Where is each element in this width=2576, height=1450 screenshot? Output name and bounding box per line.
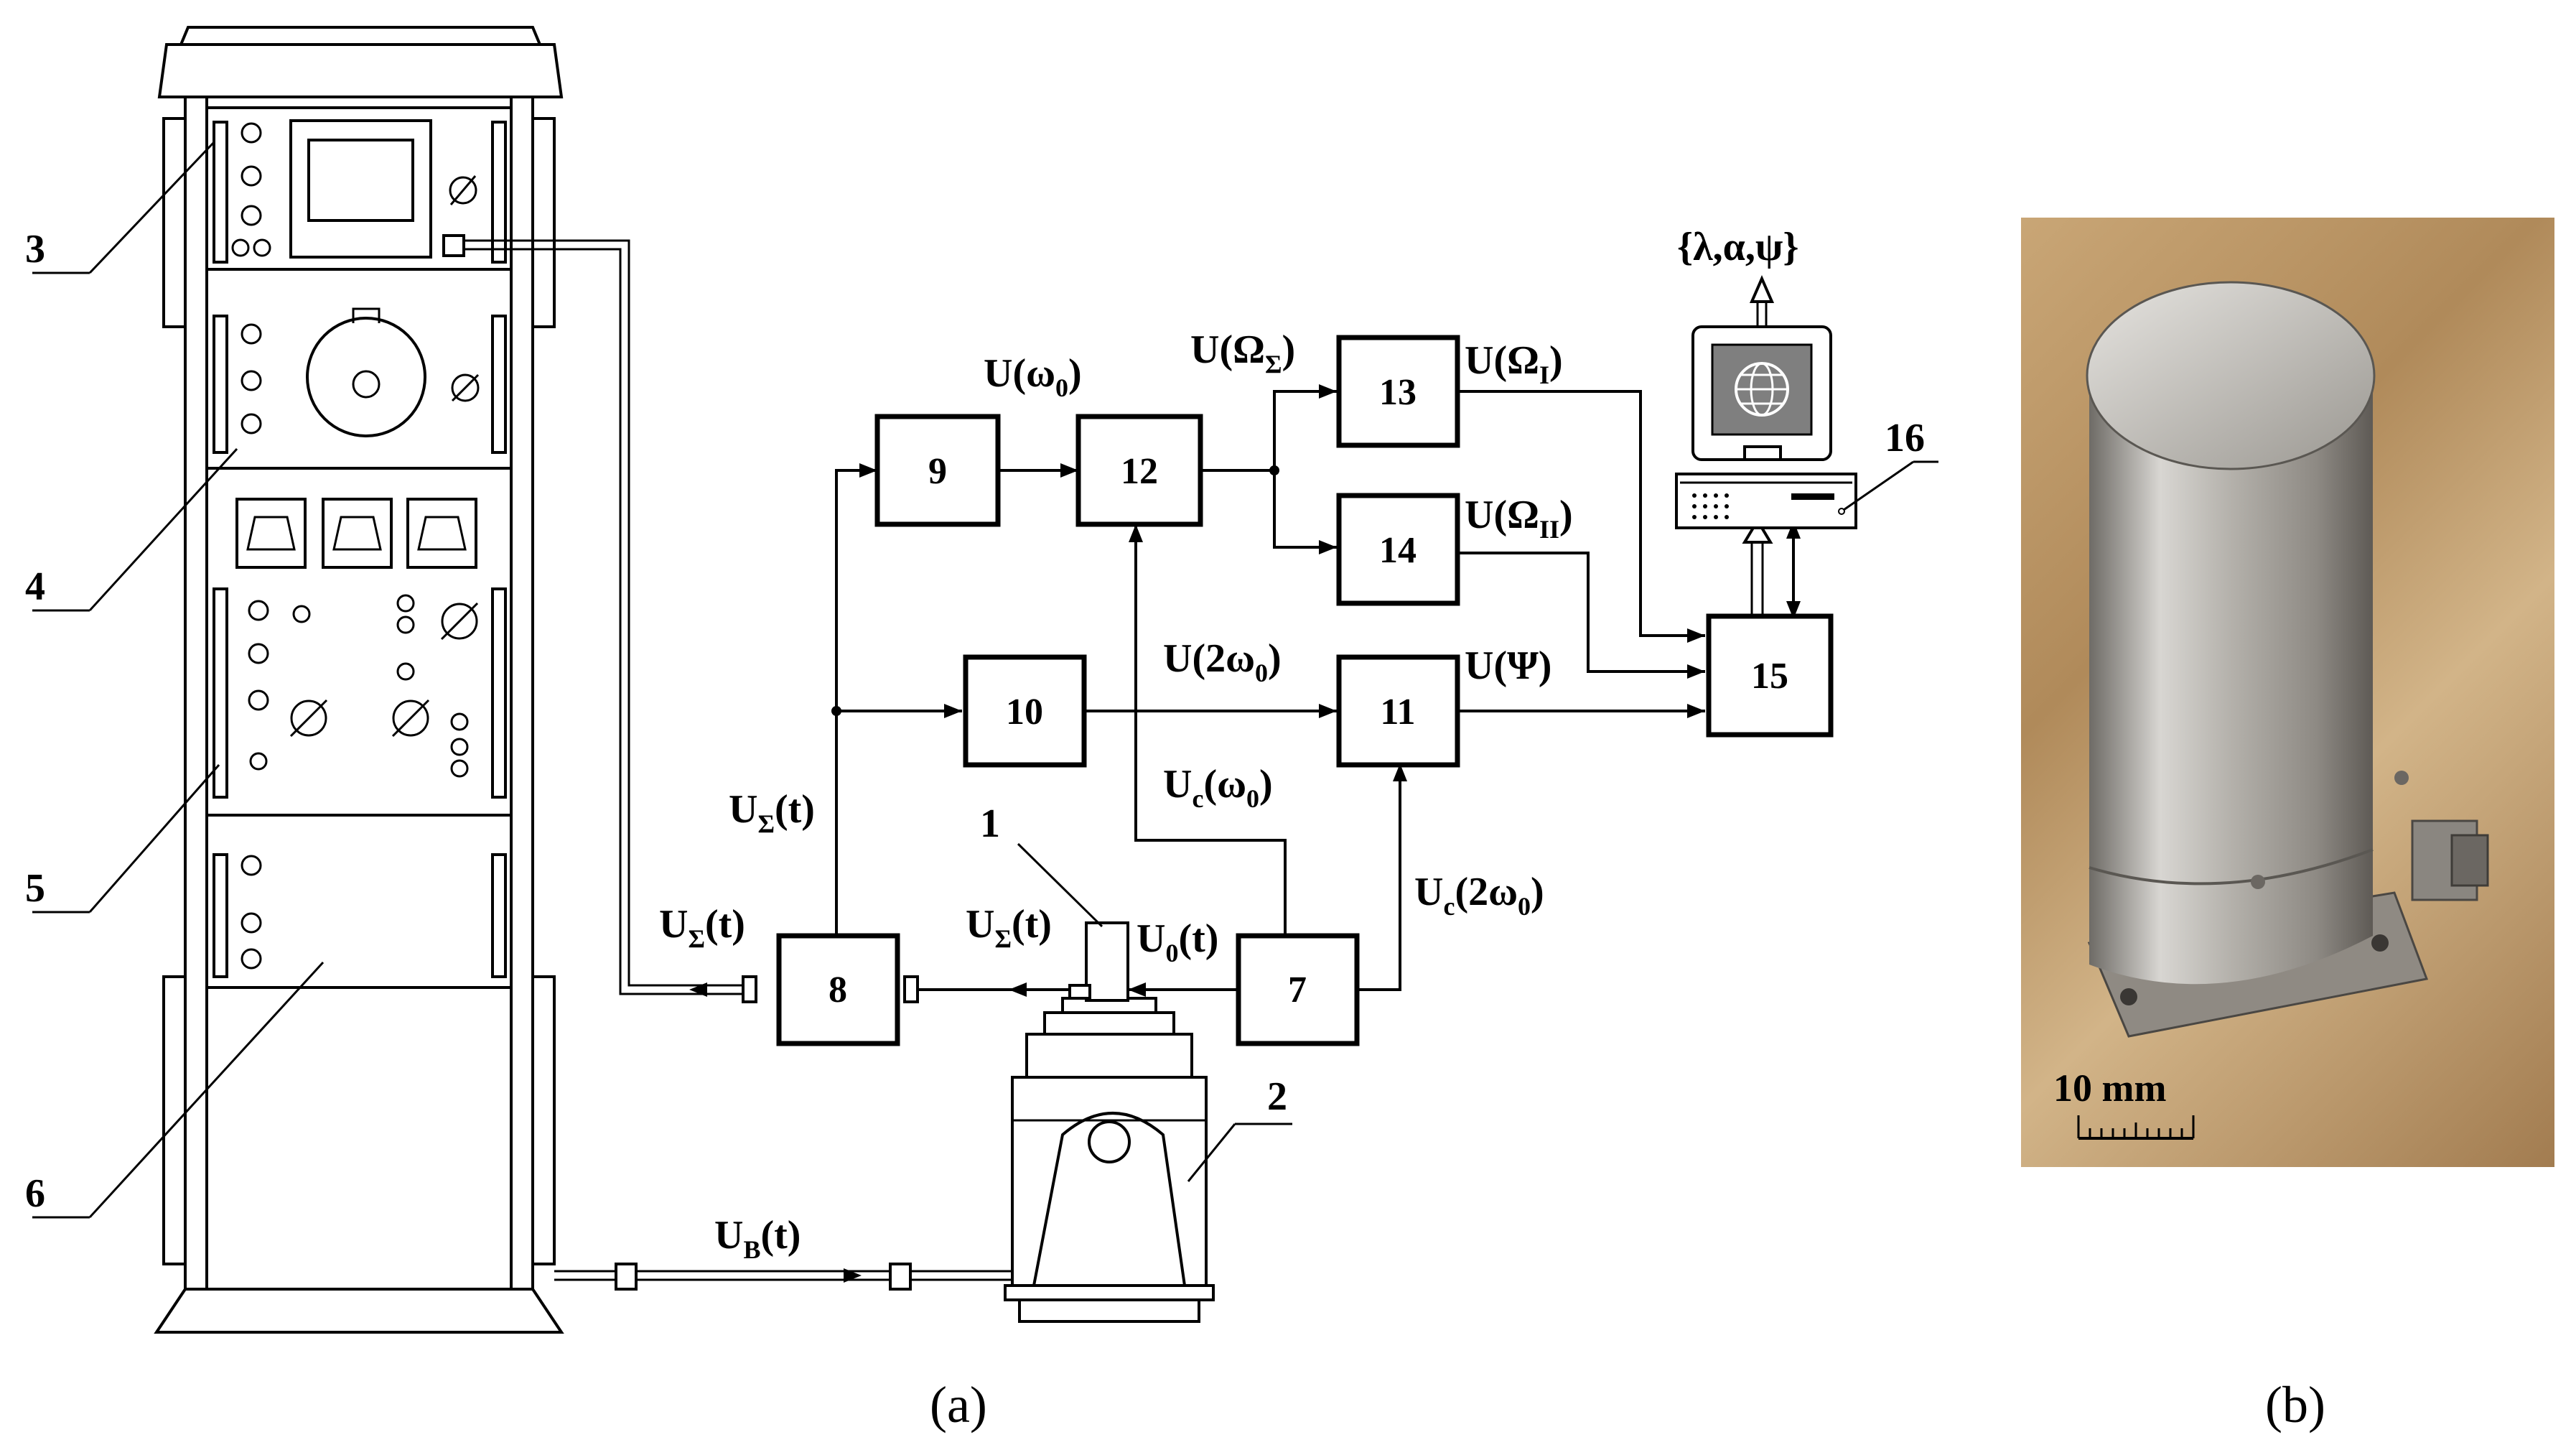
block-11 xyxy=(1336,654,1460,768)
block-10-label: 10 xyxy=(1006,692,1043,733)
panel-a-caption: (a) xyxy=(930,1376,987,1433)
callout-5: 5 xyxy=(25,866,45,911)
computer-16 xyxy=(1675,325,1938,529)
signal-u-2omega0: U(2ω0) xyxy=(1163,636,1282,687)
callout-1: 1 xyxy=(980,801,1000,846)
signal-u-sigma-right: UΣ(t) xyxy=(966,902,1052,953)
signal-u-sigma-left: UΣ(t) xyxy=(659,902,745,953)
signal-labels: {λ,α,ψ} U(ω0) U(ΩΣ) U(ΩI) U(ΩII) U(2ω0) … xyxy=(659,225,1798,1264)
block-7 xyxy=(1236,933,1360,1046)
callout-4: 4 xyxy=(25,564,45,609)
signal-u-Omega-sigma: U(ΩΣ) xyxy=(1190,327,1295,378)
panel-b-caption: (b) xyxy=(2265,1376,2325,1433)
block-11-label: 11 xyxy=(1380,692,1415,733)
block-13-label: 13 xyxy=(1379,372,1417,413)
signal-u-Omega-2: U(ΩII) xyxy=(1465,493,1573,544)
callout-2: 2 xyxy=(1267,1074,1287,1119)
signal-u-Omega-1: U(ΩI) xyxy=(1465,338,1563,389)
block-8 xyxy=(776,933,900,1046)
signal-uc-2omega0: Uc(2ω0) xyxy=(1414,870,1544,921)
block-12-label: 12 xyxy=(1121,451,1158,492)
block-10 xyxy=(963,654,1087,768)
signal-output-set: {λ,α,ψ} xyxy=(1677,225,1798,269)
signal-ub: UB(t) xyxy=(714,1213,801,1264)
rack-callouts: 3 4 5 6 xyxy=(25,141,325,1219)
block-15 xyxy=(1706,613,1834,738)
block-13 xyxy=(1336,335,1460,448)
equipment-rack xyxy=(154,26,564,1334)
block-7-label: 7 xyxy=(1288,970,1307,1010)
callout-3: 3 xyxy=(25,227,45,271)
connections xyxy=(831,275,1801,1003)
callout-16: 16 xyxy=(1885,416,1925,460)
scale-bar-label: 10 mm xyxy=(2053,1066,2166,1110)
signal-u-sigma-main: UΣ(t) xyxy=(729,787,815,838)
block-14 xyxy=(1336,493,1460,606)
block-14-label: 14 xyxy=(1379,530,1417,571)
signal-u-omega0: U(ω0) xyxy=(984,351,1082,402)
block-12 xyxy=(1075,414,1203,527)
callout-6: 6 xyxy=(25,1171,45,1216)
sensor-photo: 10 mm xyxy=(2021,218,2554,1167)
block-15-label: 15 xyxy=(1751,656,1788,697)
block-9 xyxy=(874,414,1001,527)
block-9-label: 9 xyxy=(928,451,947,492)
signal-u-psi: U(Ψ) xyxy=(1465,643,1551,688)
shaker xyxy=(1004,921,1215,1323)
signal-uc-omega0: Uc(ω0) xyxy=(1163,762,1273,813)
blocks: 8 7 9 12 10 11 13 14 15 xyxy=(776,335,1834,1046)
cables xyxy=(464,239,1027,1291)
signal-u0: U0(t) xyxy=(1137,916,1218,967)
block-8-label: 8 xyxy=(829,970,847,1010)
